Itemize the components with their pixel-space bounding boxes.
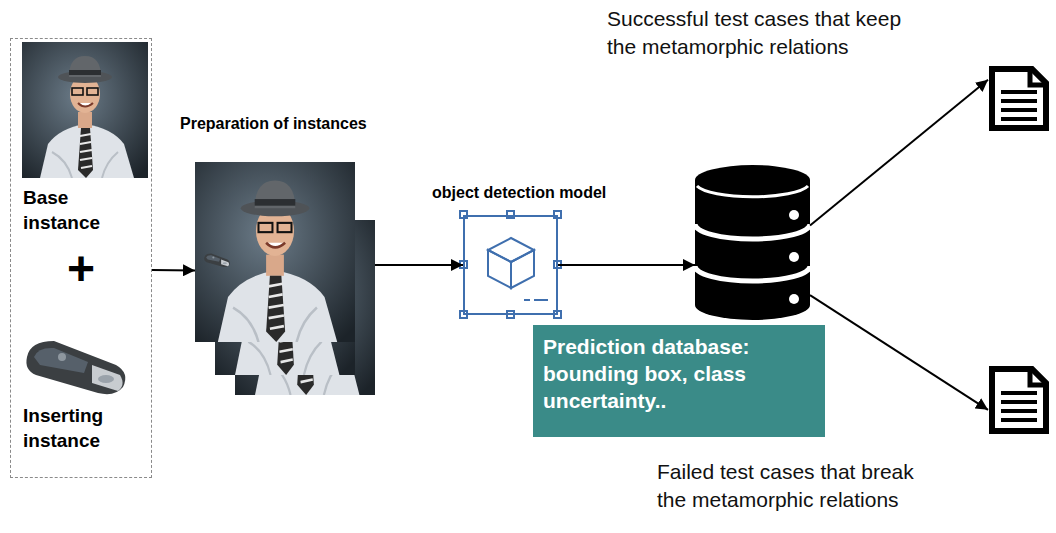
database-icon xyxy=(695,224,810,239)
model-icon xyxy=(488,250,511,288)
document-icon xyxy=(1030,69,1046,85)
result-document: Successful test cases that keep the meta… xyxy=(988,65,1050,132)
inserting-phone xyxy=(26,341,125,394)
instance-stack xyxy=(204,254,230,267)
input-label: Inserting instance xyxy=(23,403,128,453)
database-icon xyxy=(789,294,799,304)
database-icon xyxy=(789,210,799,220)
document-icon xyxy=(992,369,1046,431)
result-document: Failed test cases that break the metamor… xyxy=(988,365,1050,435)
flow-arrow xyxy=(152,269,195,272)
document-icon xyxy=(1001,409,1037,413)
instance-stack: Preparation of instances xyxy=(195,160,375,395)
instance-stack xyxy=(195,162,375,395)
document-icon xyxy=(1030,369,1046,385)
result-caption: Successful test cases that keep the meta… xyxy=(607,5,907,61)
document-icon xyxy=(1001,99,1037,103)
document-icon xyxy=(1001,418,1037,422)
document-icon xyxy=(992,69,1046,128)
document-icon xyxy=(1001,391,1037,395)
database-label: Prediction database: bounding box, class… xyxy=(533,325,825,437)
database: Prediction database: bounding box, class… xyxy=(695,165,810,320)
model-icon xyxy=(511,250,534,288)
plus-sign: + xyxy=(67,245,107,293)
input-group: Base instance + Inserting instance xyxy=(10,38,152,478)
document-icon xyxy=(992,69,1046,128)
flow-arrow xyxy=(810,295,988,410)
database-icon xyxy=(695,165,810,195)
database-icon xyxy=(695,165,810,320)
model-icon xyxy=(460,211,561,318)
database-icon xyxy=(789,252,799,262)
model-icon xyxy=(488,238,534,262)
stage-heading: Preparation of instances xyxy=(180,114,367,134)
result-caption: Failed test cases that break the metamor… xyxy=(657,458,932,514)
database-icon xyxy=(697,186,808,197)
stage-heading: object detection model xyxy=(432,183,606,203)
database-icon xyxy=(695,180,810,305)
document-icon xyxy=(1001,400,1037,404)
flow-arrow xyxy=(810,80,988,226)
base-photo xyxy=(22,42,148,178)
base-photo xyxy=(22,42,148,178)
document-icon xyxy=(1001,90,1037,94)
instance-stack xyxy=(195,162,355,342)
model-icon xyxy=(524,299,530,301)
flow-arrow xyxy=(375,264,463,266)
model-box: object detection model xyxy=(463,215,558,315)
flow-arrow xyxy=(558,264,695,266)
database-icon xyxy=(695,290,810,320)
database-icon xyxy=(695,266,810,281)
document-icon xyxy=(992,369,1046,431)
inserting-phone xyxy=(26,341,125,394)
input-label: Base instance xyxy=(23,185,123,235)
document-icon xyxy=(1001,108,1037,112)
document-icon xyxy=(1001,117,1037,121)
model-icon xyxy=(534,299,548,301)
